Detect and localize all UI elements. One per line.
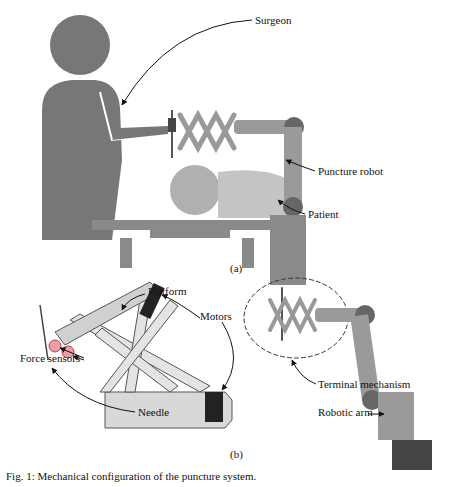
part-label: Puncture robot <box>318 165 383 178</box>
part-label: Platform <box>148 285 187 298</box>
part-label: Needle <box>138 406 169 419</box>
panel-label: (a) <box>230 262 242 275</box>
panel-label: (b) <box>230 448 243 461</box>
part-label: Motors <box>200 310 232 323</box>
surgeon-silhouette <box>42 15 176 240</box>
part-label: Patient <box>308 208 339 221</box>
part-label: Terminal mechanism <box>318 378 410 391</box>
robot-detail <box>244 278 432 470</box>
part-label: Surgeon <box>255 14 291 27</box>
leader-lines <box>52 20 384 414</box>
part-label: Force sensors <box>20 352 80 365</box>
puncture-robot <box>180 115 306 285</box>
part-label: Robotic arm <box>318 406 373 419</box>
figure-caption: Fig. 1: Mechanical configuration of the … <box>6 470 256 483</box>
